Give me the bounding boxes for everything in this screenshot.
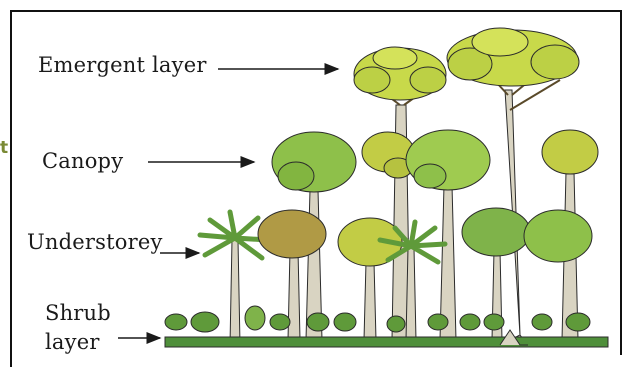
label-canopy: Canopy — [42, 149, 123, 173]
shrub-layer-plants — [165, 306, 590, 332]
label-shrub-line2: layer — [45, 330, 100, 354]
label-understorey: Understorey — [27, 230, 163, 254]
forest-floor — [165, 337, 608, 347]
label-shrub-line1: Shrub — [45, 301, 111, 325]
understorey-tree-right-2 — [524, 210, 592, 262]
label-emergent-layer: Emergent layer — [38, 53, 207, 77]
